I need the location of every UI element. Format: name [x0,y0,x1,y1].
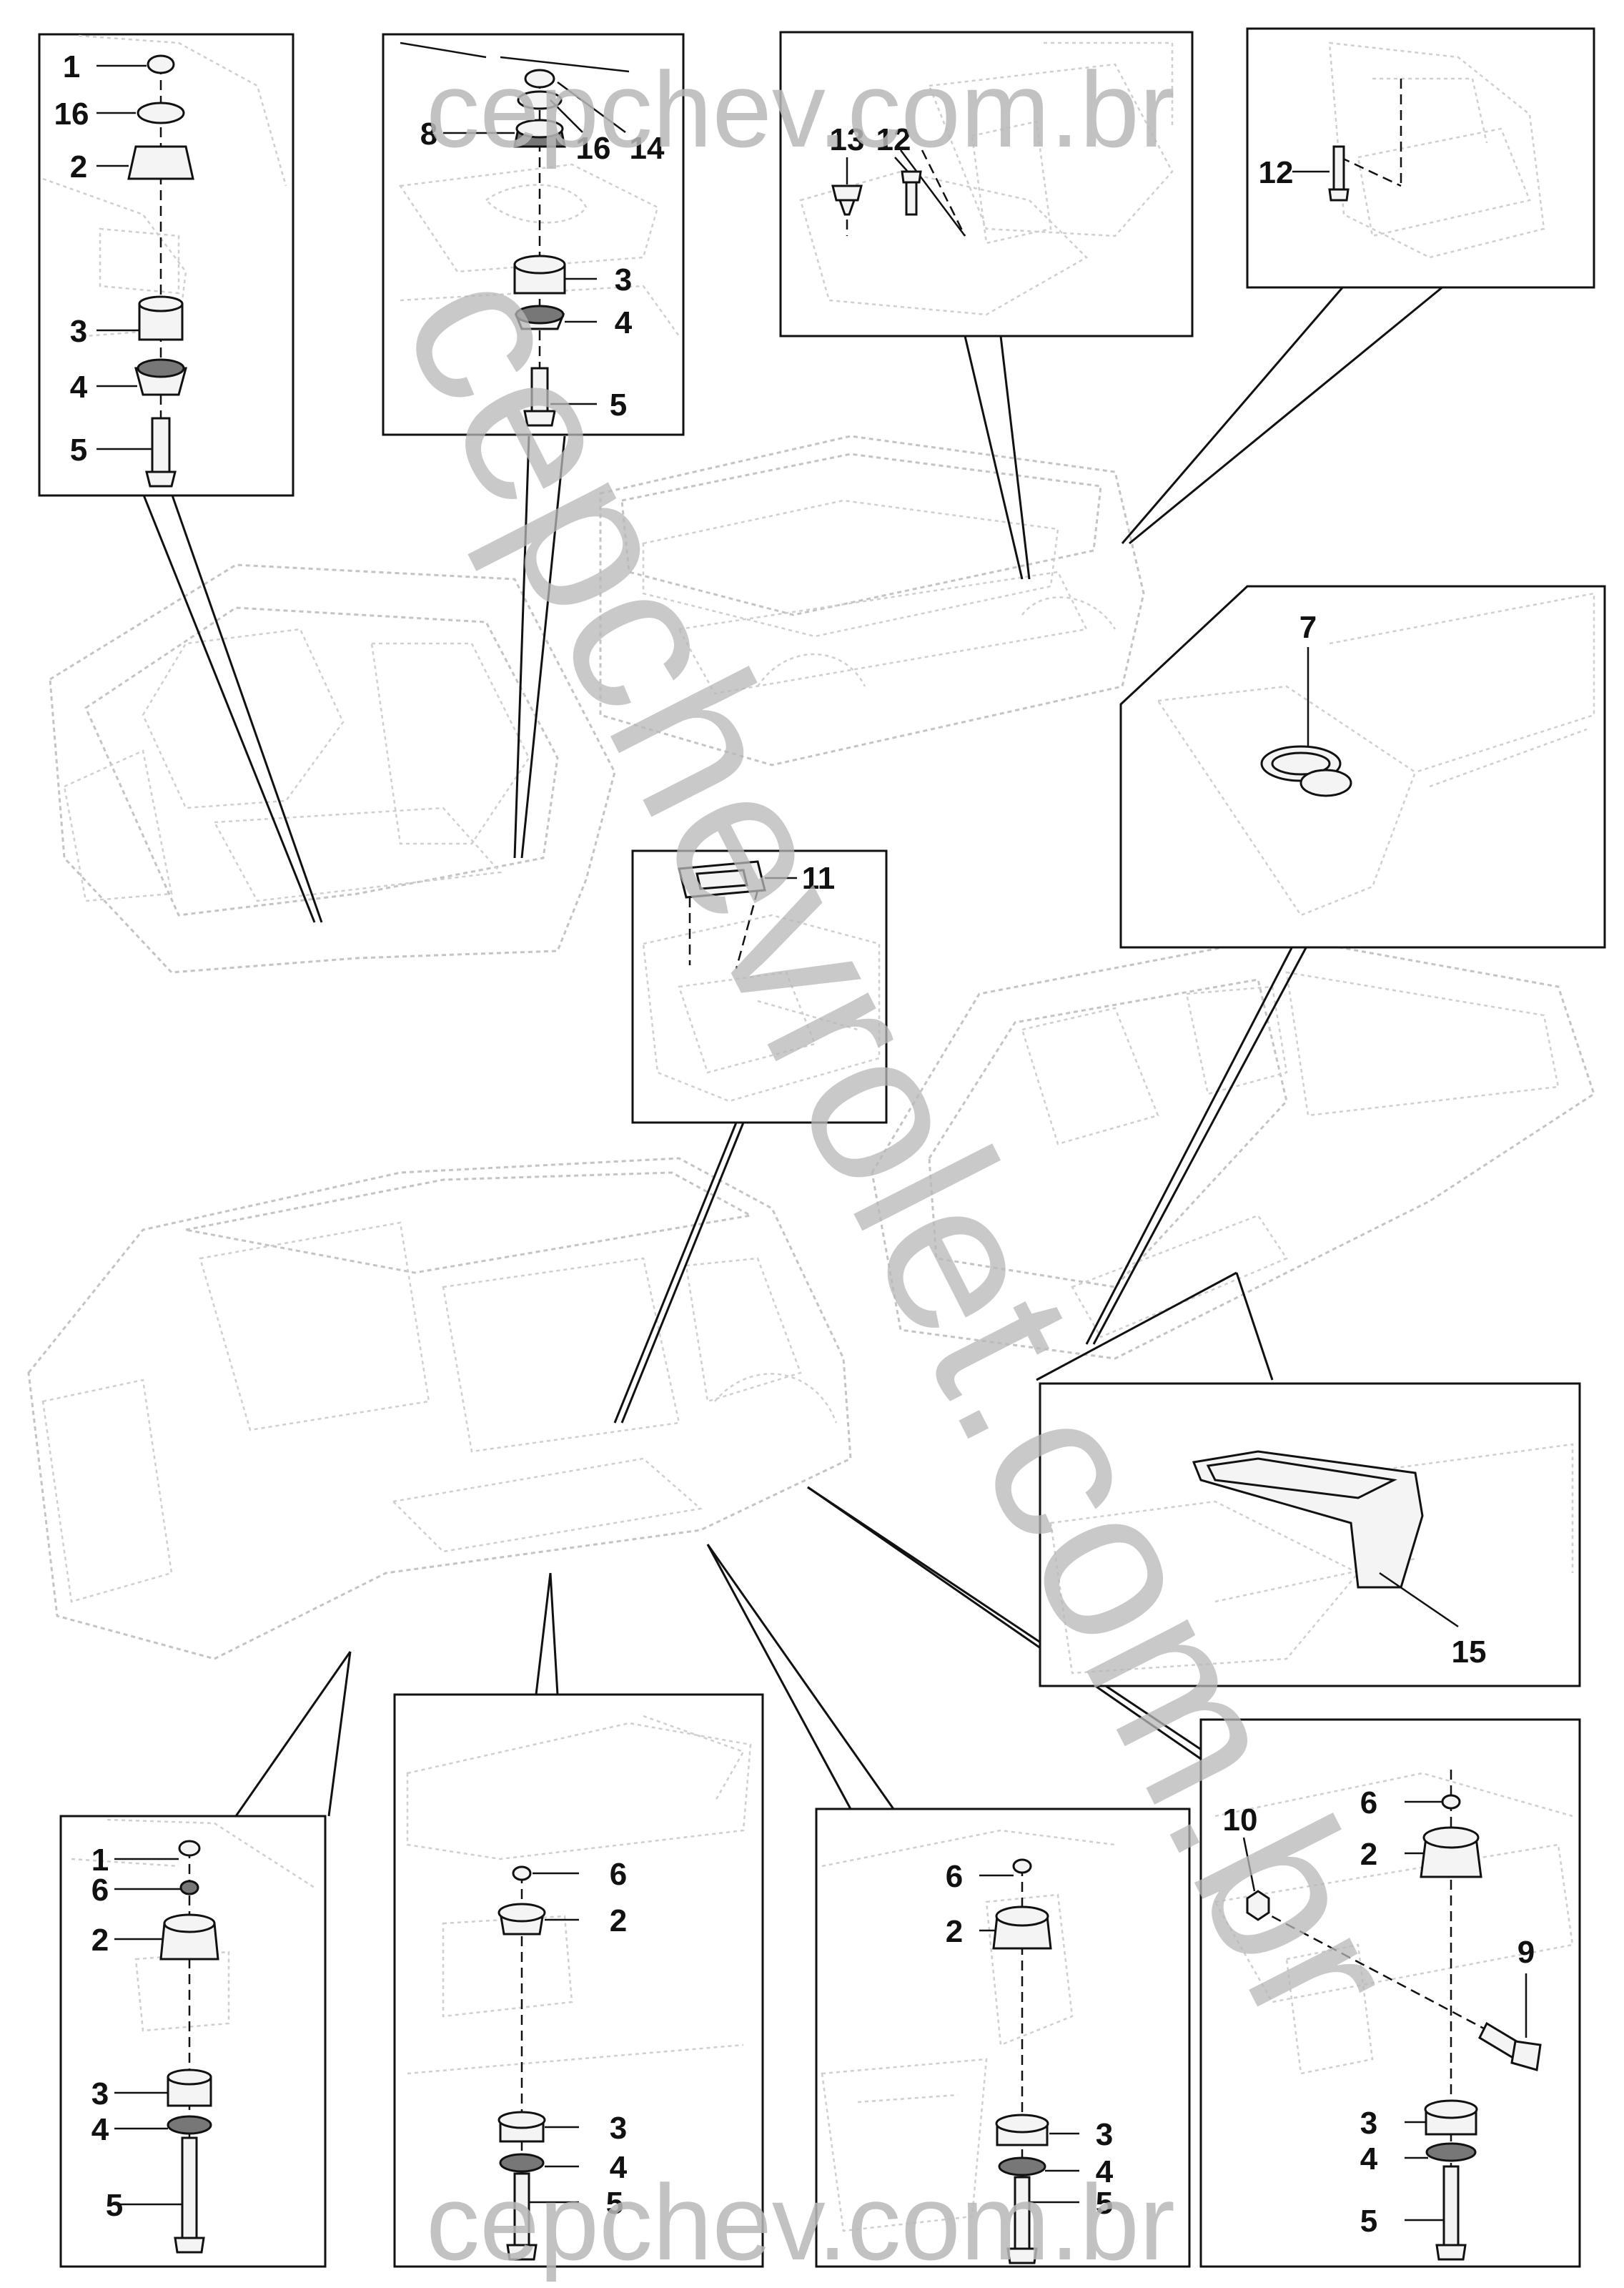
detail-box-bottom-right: 10 6 2 9 3 4 5 [1199,1718,1581,2268]
callout-2: 2 [610,1903,627,1938]
detail-box-top-right-1: 13 12 [779,31,1194,337]
callout-9: 9 [1517,1935,1535,1970]
callout-6: 6 [91,1873,109,1908]
callout-1: 1 [91,1843,109,1878]
callout-3: 3 [1360,2106,1377,2141]
ghost-suv-body-lower [27,1157,852,1660]
callout-4: 4 [615,305,633,340]
detail-box-center-11: 11 [631,849,888,1124]
callout-8: 8 [420,117,437,152]
detail-box-bottom-center-right: 6 2 3 4 5 [815,1808,1191,2268]
callout-2: 2 [91,1923,109,1958]
callout-5: 5 [106,2188,123,2223]
callout-11: 11 [802,861,836,896]
callout-14: 14 [630,131,665,166]
callout-16: 16 [576,131,611,166]
callout-10: 10 [1223,1803,1258,1838]
callout-5: 5 [610,388,627,423]
callout-6: 6 [1360,1785,1377,1820]
callout-3: 3 [70,314,87,349]
detail-box-right-15: 15 [1039,1382,1581,1687]
callout-5: 5 [70,433,87,468]
callout-2: 2 [1360,1837,1377,1872]
detail-box-bottom-left: 1 6 2 3 4 5 [59,1815,327,2268]
callout-3: 3 [610,2111,627,2146]
callout-6: 6 [946,1859,963,1894]
callout-7: 7 [1299,610,1317,645]
detail-box-top-left: 1 16 2 3 4 5 [38,33,294,497]
callout-15: 15 [1452,1634,1487,1670]
callout-6: 6 [610,1857,627,1892]
ghost-pickup-bed [599,435,1145,766]
callout-5: 5 [606,2186,623,2221]
callout-13: 13 [830,122,865,157]
callout-1: 1 [63,49,80,84]
ghost-cab-body-upper-left [49,563,616,974]
callout-4: 4 [1360,2141,1378,2176]
watermark-top: cepchev.com.br [426,49,1175,169]
callout-5: 5 [1360,2204,1377,2239]
detail-box-top-right-2: 12 [1246,27,1595,289]
callout-4: 4 [70,370,88,405]
callout-12: 12 [876,122,911,157]
ghost-cab-frame-right [871,935,1595,1360]
callout-16: 16 [54,97,89,132]
callout-12: 12 [1259,155,1294,190]
callout-connector-lines [142,285,1445,1817]
detail-box-top-center: 8 16 14 3 4 5 [382,33,685,436]
callout-5: 5 [1096,2186,1113,2221]
callout-3: 3 [615,262,632,297]
callout-3: 3 [91,2076,109,2111]
detail-box-right-7: 7 [1119,585,1606,949]
callout-4: 4 [610,2150,628,2185]
detail-box-bottom-center: 6 2 3 4 5 [393,1693,764,2268]
callout-2: 2 [70,149,87,184]
callout-3: 3 [1096,2117,1113,2152]
callout-4: 4 [1096,2154,1114,2189]
callout-4: 4 [91,2112,109,2147]
callout-2: 2 [946,1914,963,1949]
watermark-bottom: cepchev.com.br [426,2162,1175,2282]
